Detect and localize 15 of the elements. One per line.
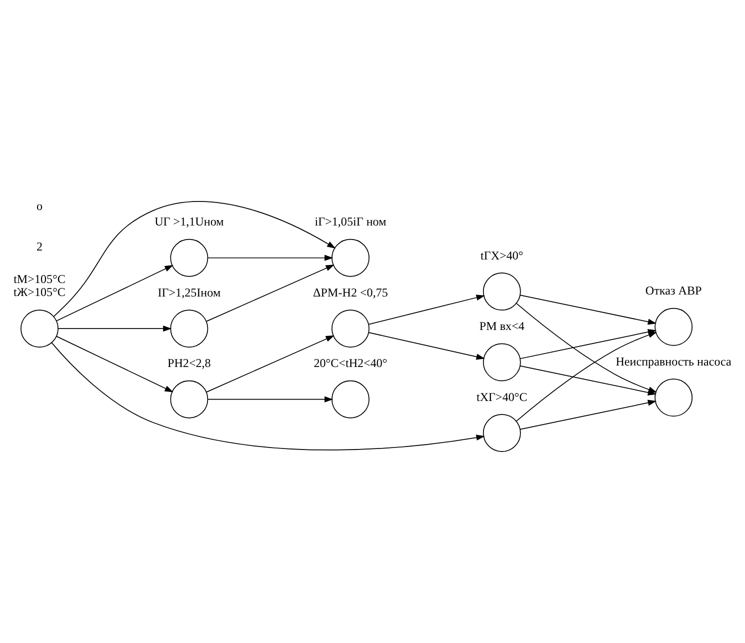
node-label: iГ>1,05iГ ном	[314, 214, 386, 229]
node-label: IГ>1,25Iном	[158, 285, 221, 300]
label: 2	[36, 240, 43, 254]
node-label: Отказ АВР	[645, 284, 702, 298]
node-label: tЖ>105°C	[14, 285, 66, 300]
node-label: UГ >1,1Uном	[154, 214, 224, 229]
node-label: tГХ>40°	[480, 248, 524, 262]
label: o	[36, 199, 43, 214]
node-label: ΔPМ-H2 <0,75	[313, 285, 388, 300]
node-label: tХГ>40°C	[476, 390, 528, 404]
node-label: 20°C<tH2<40°	[314, 356, 388, 370]
node-label: Неисправность насоса	[616, 354, 732, 368]
node-label: PH2<2,8	[168, 356, 211, 370]
node-label: tМ>105°C	[14, 272, 66, 286]
node-label: PМ вх<4	[479, 319, 524, 334]
